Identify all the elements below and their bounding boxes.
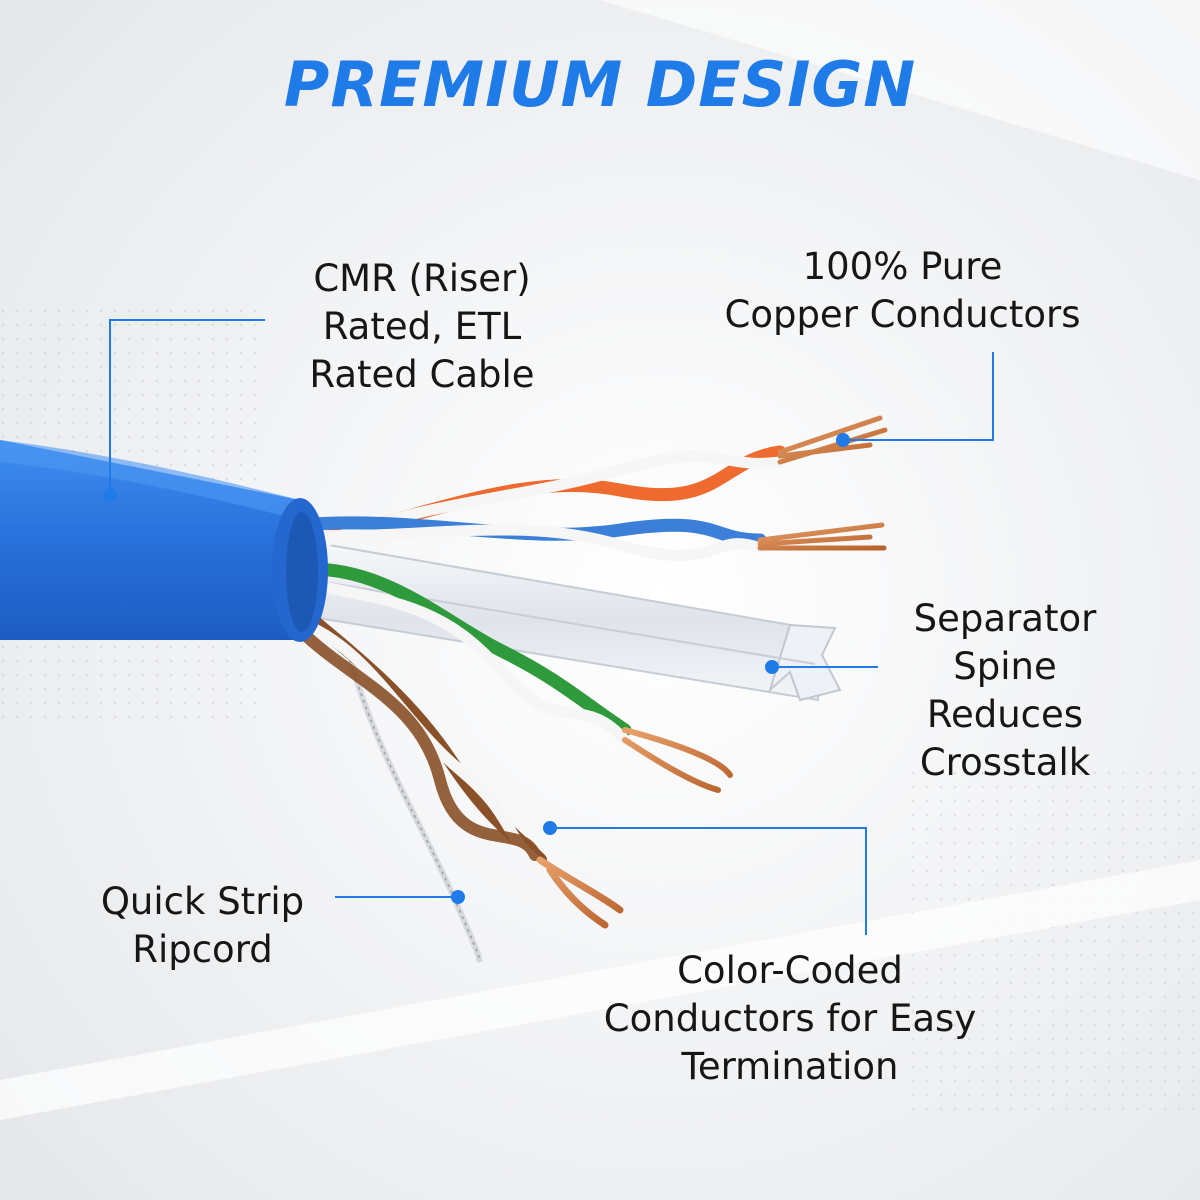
cable-jacket (0, 440, 328, 642)
leader-lines (109, 319, 994, 935)
blue-pair (293, 516, 887, 562)
background-stripe (0, 860, 1200, 1120)
leader-line-cmr (109, 319, 265, 495)
anchor-dot (543, 821, 557, 835)
callout-cmr-rating: CMR (Riser) Rated, ETL Rated Cable (309, 257, 535, 396)
green-pair (283, 562, 733, 793)
ripcord (349, 659, 481, 963)
callout-ripcord: Quick Strip Ripcord (100, 880, 305, 971)
callout-separator-spine: Separator Spine Reduces Crosstalk (913, 597, 1097, 784)
anchor-dot (765, 660, 779, 674)
leader-line-copper (843, 352, 994, 441)
leader-line-colorcoded (550, 827, 867, 935)
anchor-dot (451, 890, 465, 904)
separator-spine (299, 538, 842, 702)
callout-color-coded: Color-Coded Conductors for Easy Terminat… (603, 949, 977, 1088)
page-title: PREMIUM DESIGN (283, 48, 917, 121)
anchor-dot (836, 433, 850, 447)
callout-copper-conductors: 100% Pure Copper Conductors (724, 245, 1081, 336)
background-stripe (600, 0, 1200, 180)
anchor-dot (103, 488, 117, 502)
anchor-dots (103, 433, 850, 904)
brown-pair (293, 603, 624, 929)
